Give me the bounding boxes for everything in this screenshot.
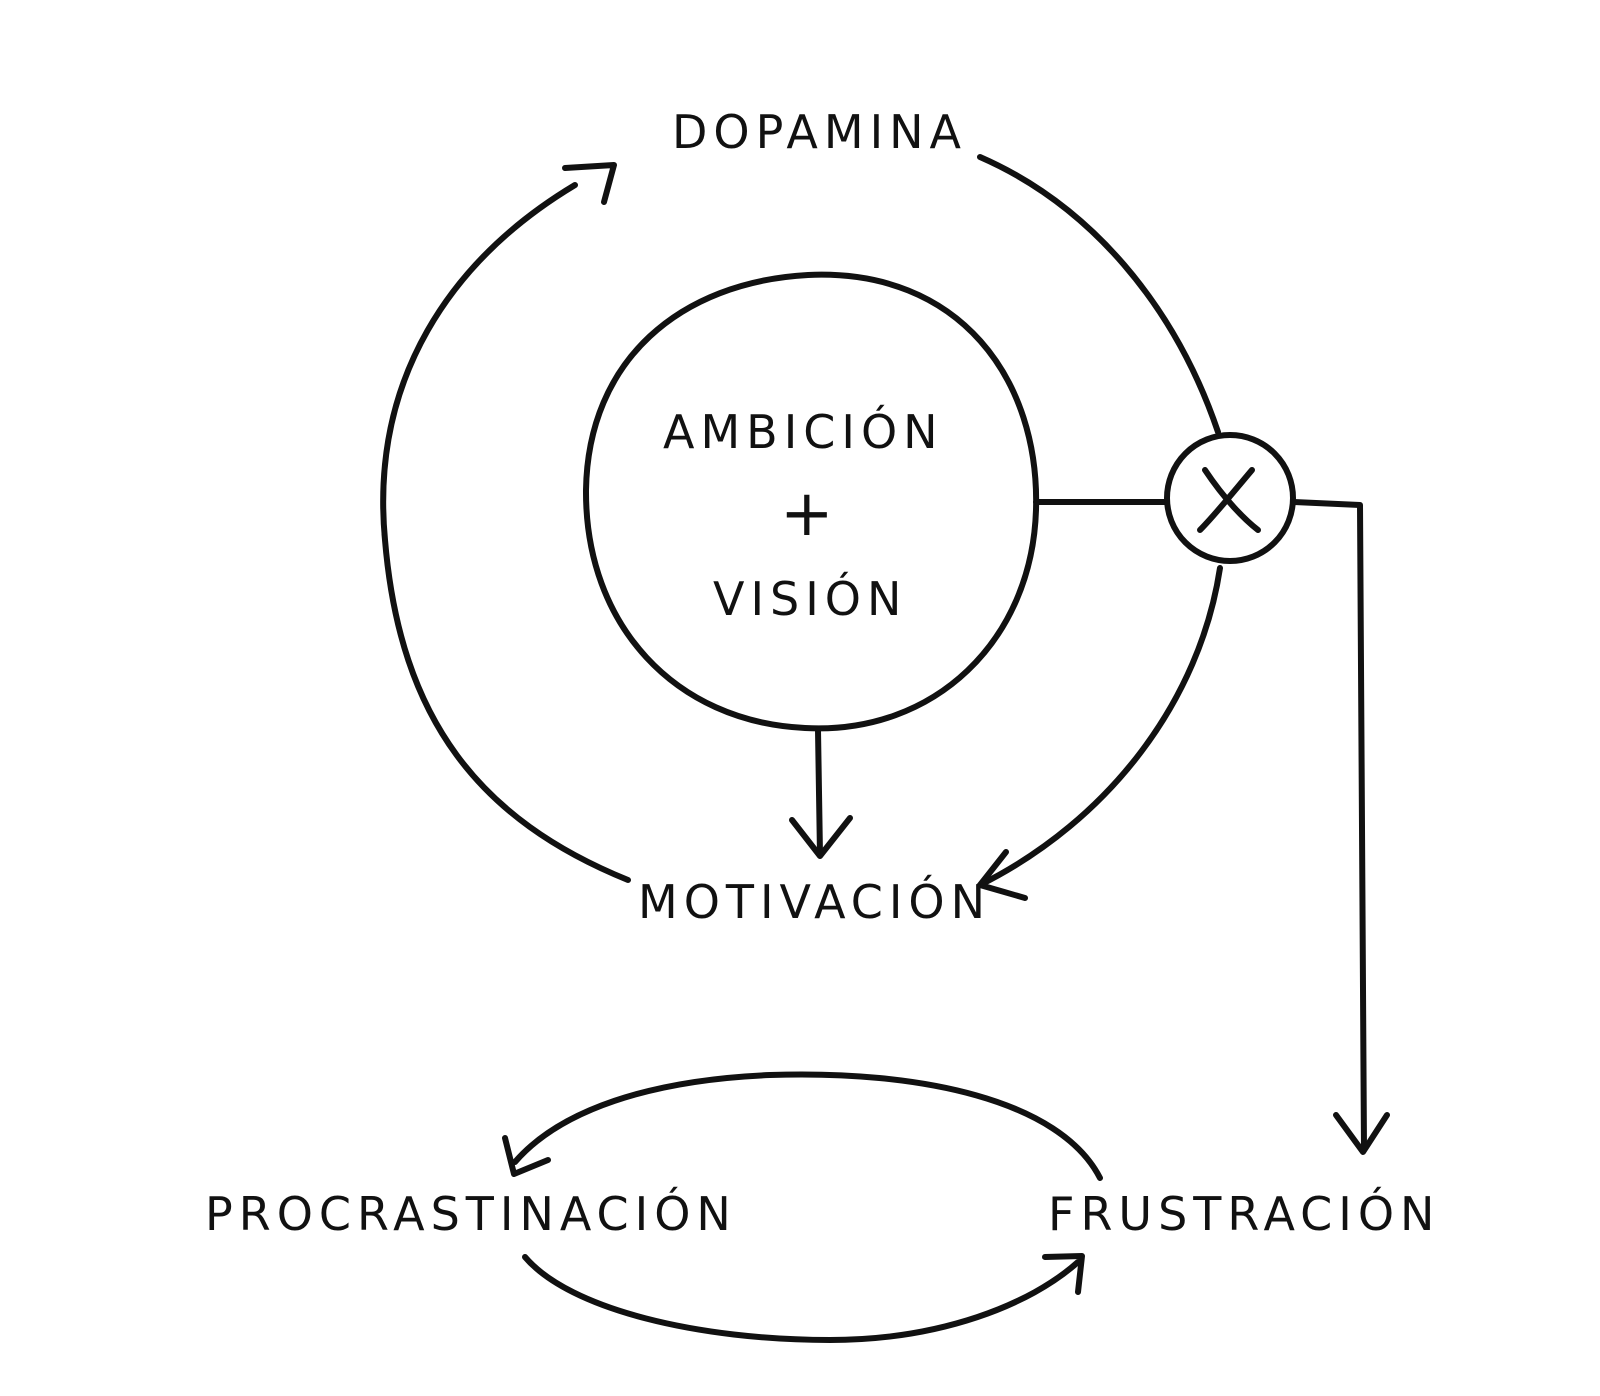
arrowhead-to-procrastinacion (502, 1135, 551, 1177)
label-procrastinacion: PROCRASTINACIÓN (205, 1187, 737, 1241)
label-dopamina: DOPAMINA (672, 105, 967, 159)
arrowhead-to-frustracion (1333, 1112, 1390, 1155)
label-frustracion: FRUSTRACIÓN (1048, 1187, 1440, 1241)
arrowhead-to-dopamina (562, 162, 617, 205)
arc-procrastinacion-to-frustracion (522, 1254, 1081, 1343)
arc-frustracion-to-procrastinacion (512, 1071, 1103, 1181)
arrow-circle-to-motivacion (815, 727, 823, 858)
multiply-icon (1197, 467, 1261, 533)
label-motivacion: MOTIVACIÓN (638, 875, 991, 929)
arc-motivacion-to-dopamina (380, 182, 631, 883)
center-circle (582, 271, 1040, 732)
arrowhead-down-motivacion (789, 815, 853, 859)
label-plus: + (780, 477, 834, 551)
arrowhead-to-motivacion (977, 849, 1028, 901)
line-node-to-frustracion (1291, 499, 1367, 1153)
arrowhead-to-frustracion-loop (1042, 1253, 1085, 1295)
arc-node-to-motivacion (977, 565, 1223, 888)
arc-dopamina-to-node (977, 154, 1221, 435)
label-ambicion: AMBICIÓN (663, 405, 944, 459)
multiply-node (1164, 432, 1296, 564)
label-vision: VISIÓN (713, 572, 907, 626)
